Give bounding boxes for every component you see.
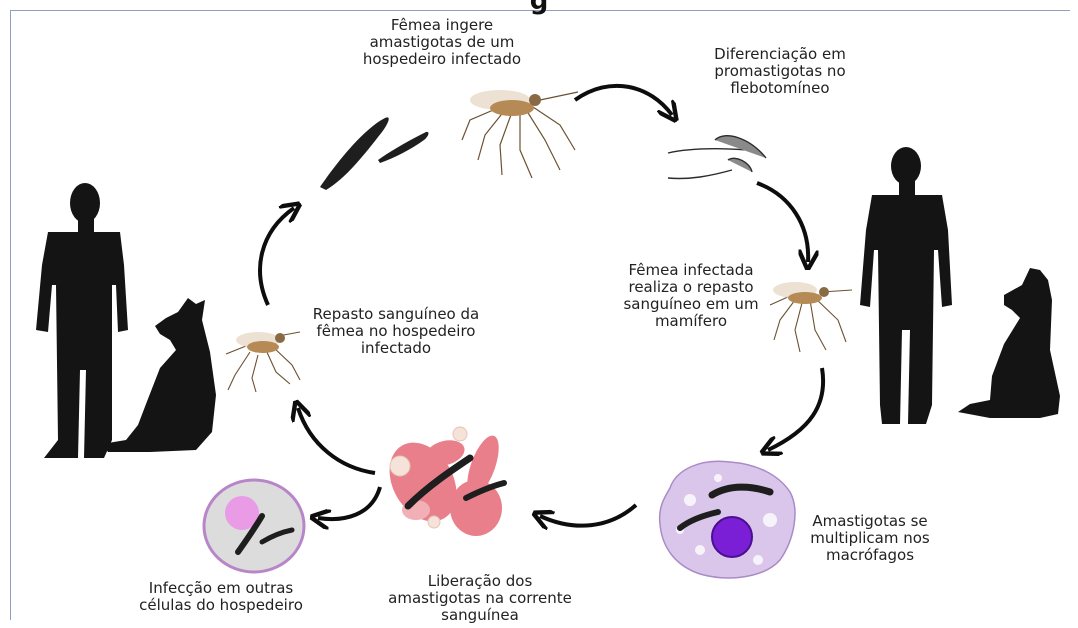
human-silhouette-right-icon [860, 147, 952, 424]
arrow-to-release [540, 505, 636, 526]
arrow-to-infected-meal [757, 183, 808, 262]
red-blood-cells-icon [376, 427, 505, 536]
macrophage-cell-icon [660, 461, 795, 578]
mosquito-top-icon [462, 90, 578, 178]
arrow-to-amastigotes [260, 208, 294, 305]
label-differentiation: Diferenciação em promastigotas no flebot… [690, 46, 870, 97]
label-release: Liberação dos amastigotas na corrente sa… [370, 573, 590, 624]
amastigote-pair-icon [320, 117, 428, 190]
label-meal-on-host: Repasto sanguíneo da fêmea no hospedeiro… [296, 306, 496, 357]
arrow-to-macrophage [768, 368, 823, 450]
label-ingest: Fêmea ingere amastigotas de um hospedeir… [342, 17, 542, 68]
label-other-cells: Infecção em outras células do hospedeiro [126, 580, 316, 614]
human-silhouette-left-icon [36, 183, 128, 458]
arrow-to-meal-on-host [298, 408, 375, 473]
host-cell-icon [204, 480, 304, 572]
promastigote-group-icon [668, 136, 766, 179]
mosquito-left-icon [226, 332, 300, 392]
label-multiply: Amastigotas se multiplicam nos macrófago… [800, 513, 940, 564]
arrow-to-differentiation [575, 86, 672, 115]
arrow-to-other-cells [318, 487, 380, 519]
label-infected-meal: Fêmea infectada realiza o repasto sanguí… [606, 262, 776, 330]
mosquito-right-icon [770, 282, 852, 352]
dog-silhouette-right-icon [958, 268, 1060, 418]
